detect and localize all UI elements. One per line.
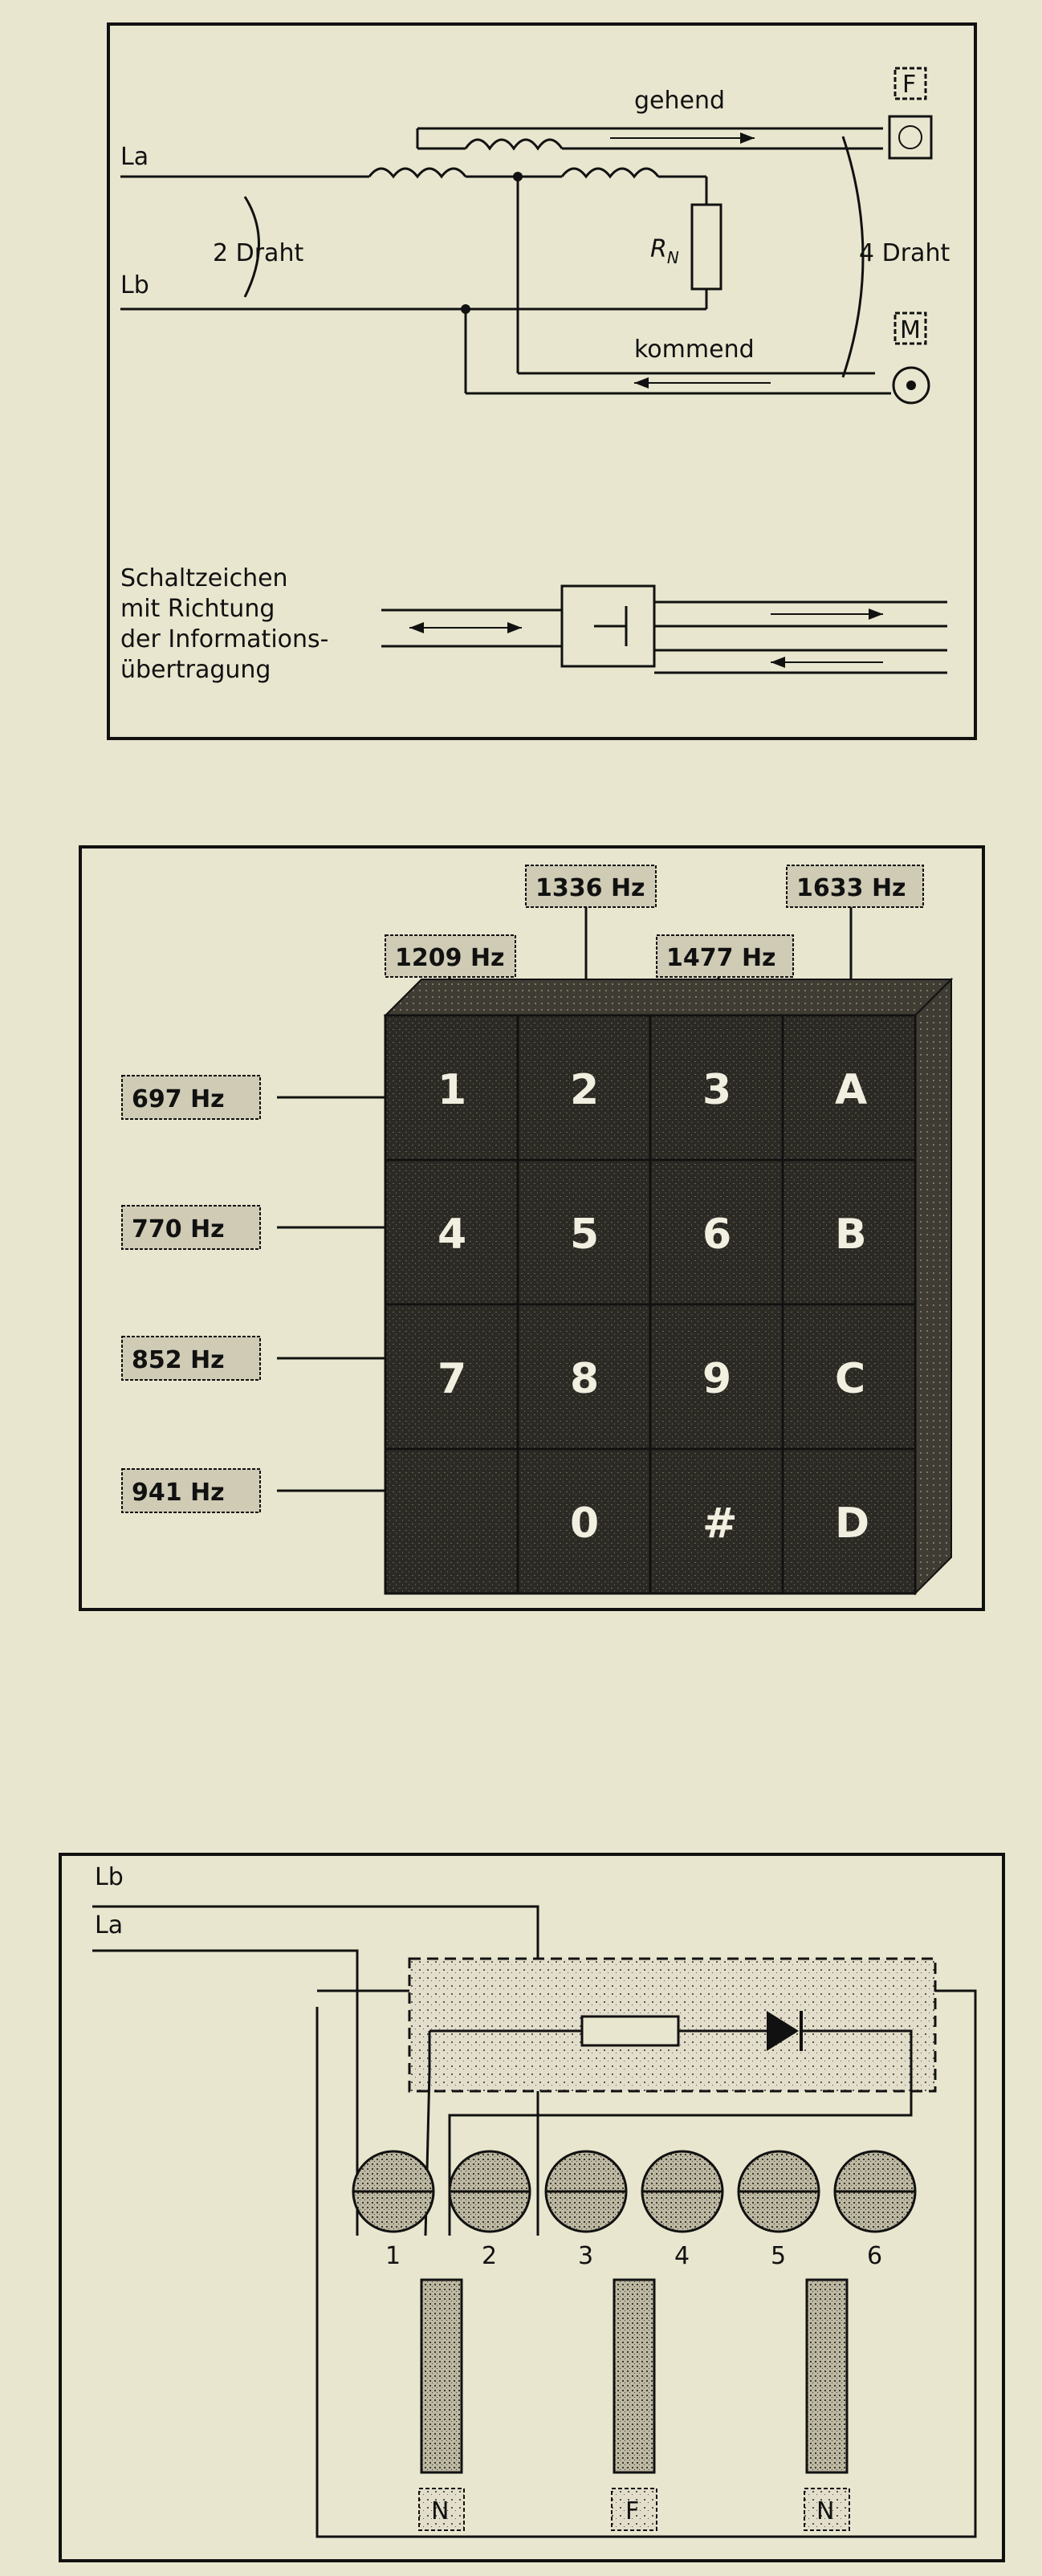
- svg-text:1209 Hz: 1209 Hz: [395, 944, 505, 972]
- svg-text:5: 5: [771, 2242, 786, 2270]
- speaker-icon: [888, 115, 933, 160]
- terminal-1: 1: [352, 2150, 435, 2270]
- keypad-side-face: [914, 977, 952, 1596]
- socket-lb-label: Lb: [95, 1863, 124, 1891]
- terminal-5: 5: [737, 2150, 820, 2270]
- col-freq-1477: 1477 Hz: [656, 934, 794, 1015]
- key-9: 9: [702, 1355, 731, 1403]
- slot-f-middle: F: [611, 2278, 657, 2531]
- svg-text:2: 2: [482, 2242, 497, 2270]
- four-wire-label: 4 Draht: [859, 239, 950, 267]
- socket-la-wire: [92, 1949, 359, 2236]
- transformer-coil-left: [368, 167, 467, 179]
- svg-text:1336 Hz: 1336 Hz: [535, 874, 645, 902]
- key-2: 2: [570, 1066, 599, 1114]
- terminal-3: 3: [544, 2150, 628, 2270]
- key-hash: #: [702, 1500, 738, 1548]
- balancing-resistor: [690, 203, 722, 291]
- key-a: A: [835, 1066, 867, 1114]
- mic-m-label: M: [900, 316, 921, 344]
- key-1: 1: [438, 1066, 466, 1114]
- svg-text:6: 6: [867, 2242, 882, 2270]
- svg-text:1477 Hz: 1477 Hz: [666, 944, 776, 972]
- key-4: 4: [438, 1211, 466, 1259]
- svg-text:4: 4: [674, 2242, 690, 2270]
- slot-n-left: N: [418, 2278, 465, 2531]
- svg-text:1: 1: [385, 2242, 401, 2270]
- key-b: B: [835, 1211, 867, 1259]
- key-d: D: [835, 1500, 869, 1548]
- key-8: 8: [570, 1355, 599, 1403]
- outgoing-coil: [464, 138, 564, 151]
- svg-text:770 Hz: 770 Hz: [132, 1215, 225, 1243]
- module-diode: [767, 2011, 799, 2051]
- resistor-label: RN: [650, 235, 679, 267]
- symbol-caption-line-3: der Informations-: [120, 625, 328, 653]
- two-wire-label: 2 Draht: [213, 239, 303, 267]
- col-freq-1336: 1336 Hz: [525, 865, 657, 1015]
- socket-wiring-diagram: Lb La 1 2 3 4 5 6: [59, 1853, 1005, 2562]
- svg-text:852 Hz: 852 Hz: [132, 1346, 225, 1374]
- row-freq-941: 941 Hz: [121, 1468, 385, 1513]
- four-wire-bracket: [841, 136, 865, 378]
- key-5: 5: [570, 1211, 599, 1259]
- lb-label: Lb: [120, 271, 149, 299]
- keypad-frame: [79, 845, 985, 1611]
- mic-m-box: [893, 311, 927, 345]
- terminal-4: 4: [641, 2150, 724, 2270]
- transformer-coil-right: [560, 167, 660, 179]
- row-freq-770: 770 Hz: [121, 1205, 385, 1250]
- hybrid-frame: [107, 22, 977, 740]
- svg-text:941 Hz: 941 Hz: [132, 1479, 225, 1507]
- svg-text:697 Hz: 697 Hz: [132, 1085, 225, 1113]
- key-6: 6: [702, 1211, 731, 1259]
- slot-n-right: N: [804, 2278, 850, 2531]
- col-freq-1209: 1209 Hz: [385, 934, 516, 1015]
- dtmf-keypad-diagram: 1209 Hz 1336 Hz 1477 Hz 1633 Hz 697 Hz 7…: [79, 845, 985, 1611]
- row-freq-697: 697 Hz: [121, 1075, 385, 1120]
- outer-loop-wire: [315, 1989, 977, 2538]
- svg-text:N: N: [431, 2497, 449, 2525]
- key-c: C: [835, 1355, 865, 1403]
- speaker-f-box: [893, 67, 927, 100]
- key-7: 7: [438, 1355, 466, 1403]
- svg-text:F: F: [625, 2497, 639, 2525]
- socket-lb-wire: [92, 1905, 539, 2236]
- socket-frame: [59, 1853, 1005, 2562]
- incoming-label: kommend: [634, 336, 755, 364]
- symbol-caption-line-2: mit Richtung: [120, 595, 275, 623]
- terminal-2: 2: [448, 2150, 531, 2270]
- key-3: 3: [702, 1066, 731, 1114]
- symbol-caption-line-1: Schaltzeichen: [120, 564, 288, 592]
- symbol-caption-line-4: übertragung: [120, 656, 271, 684]
- svg-text:3: 3: [578, 2242, 593, 2270]
- module-resistor: [580, 2015, 680, 2047]
- row-freq-852: 852 Hz: [121, 1336, 385, 1381]
- la-label: La: [120, 143, 149, 171]
- col-freq-1633: 1633 Hz: [786, 865, 924, 1015]
- keypad-top-face: [383, 979, 954, 1016]
- two-wire-bracket: [243, 196, 260, 298]
- terminal-6: 6: [833, 2150, 917, 2270]
- svg-text:1633 Hz: 1633 Hz: [796, 874, 906, 902]
- key-0: 0: [570, 1500, 599, 1548]
- socket-la-label: La: [95, 1911, 123, 1939]
- outgoing-label: gehend: [634, 87, 725, 115]
- svg-text:N: N: [816, 2497, 834, 2525]
- hybrid-circuit-diagram: La Lb 2 Draht RN gehend F 4 Draht kommen…: [107, 22, 977, 740]
- microphone-icon: [892, 366, 930, 405]
- speaker-f-label: F: [902, 71, 916, 99]
